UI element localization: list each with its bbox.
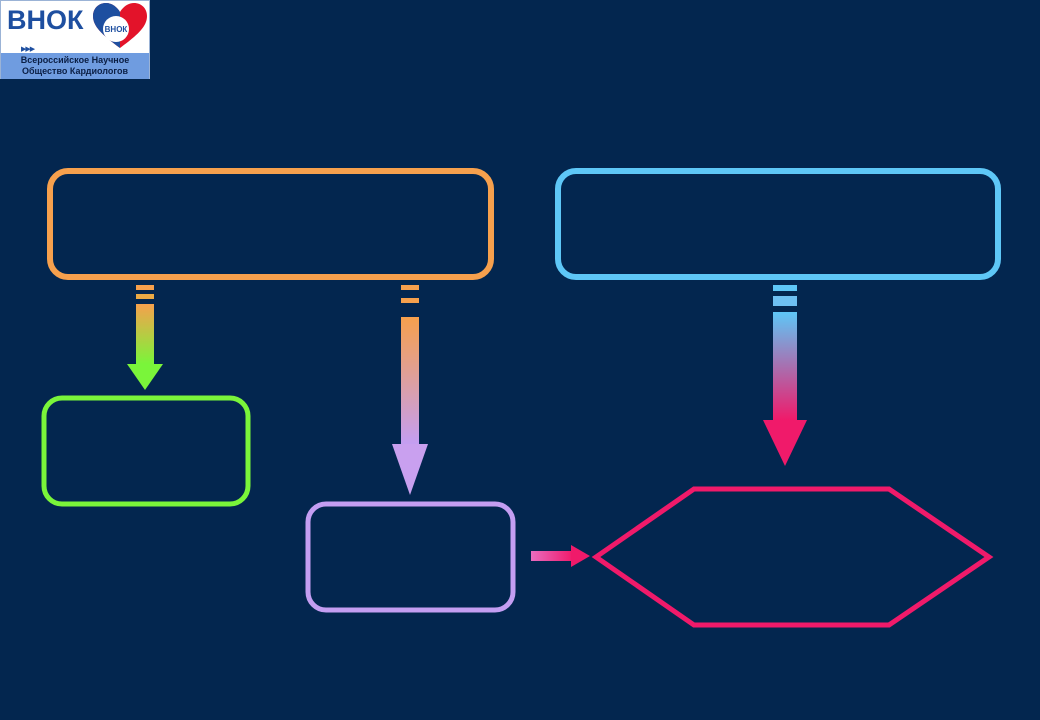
arrow-down-to-lavender [392, 285, 428, 495]
heart-icon: ВНОК [93, 3, 147, 48]
blue-box [555, 168, 1001, 280]
logo-caption-line2: Общество Кардиологов [21, 66, 129, 76]
green-box [41, 395, 251, 507]
orange-box [47, 168, 494, 280]
arrow-down-to-hexagon [763, 285, 807, 466]
logo-arrows: ▶▶▶ [21, 46, 35, 53]
logo-caption-line1: Всероссийское Научное [20, 55, 130, 65]
lavender-box [305, 501, 516, 613]
logo-caption: Всероссийское Научное Общество Кардиолог… [1, 53, 149, 79]
heart-label: ВНОК [105, 25, 128, 34]
vnok-logo: ВНОК ВНОК ▶▶▶ Всероссийское Научное Обще… [0, 0, 150, 79]
logo-brand-text: ВНОК [7, 5, 84, 35]
pink-hexagon [591, 486, 994, 628]
arrow-down-to-green [127, 285, 163, 390]
arrow-right-to-hexagon [531, 545, 590, 567]
